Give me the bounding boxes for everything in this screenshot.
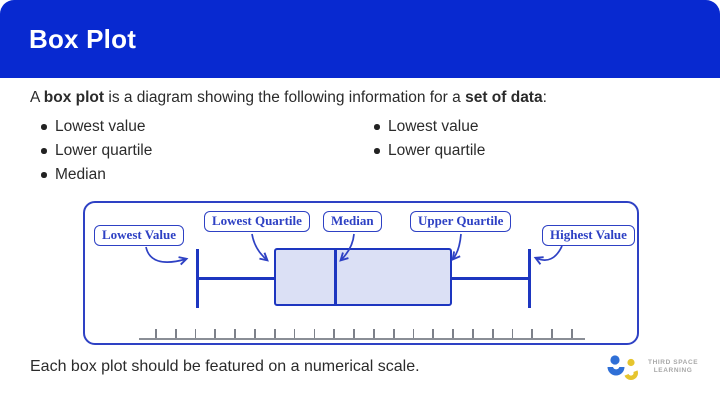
scale-tick [214,329,217,338]
header: Box Plot [0,0,720,78]
label-lowest-value: Lowest Value [94,225,185,246]
logo-line1: THIRD SPACE [648,359,699,366]
arrow-lowest-quartile [251,233,269,262]
intro-prefix: A [30,89,44,106]
scale-tick [273,329,276,338]
intro-text: A box plot is a diagram showing the foll… [30,87,700,108]
intro-suffix: : [542,89,547,106]
scale-tick [313,329,316,338]
third-space-learning-logo: THIRD SPACE LEARNING [606,354,698,382]
scale-tick [353,329,355,338]
arrow-highest-value [533,245,563,265]
scale-tick [194,329,197,338]
scale-tick [254,329,256,338]
bullet-item-lowest-value: Lowest value [38,115,152,139]
bullet-list-left: Lowest value Lower quartile Median [38,115,152,187]
scale-tick [472,329,474,338]
bullet-item-lowest-value-2: Lowest value [371,115,485,139]
logo-mark [607,355,638,380]
footer-note: Each box plot should be featured on a nu… [30,358,420,375]
intro-term-box-plot: box plot [43,89,105,106]
scale-tick [511,329,514,338]
scale-line [139,338,585,340]
scale-tick [432,329,435,338]
scale-tick [293,329,296,338]
bullet-list-right: Lowest value Lower quartile [371,115,485,163]
median-line [334,248,337,306]
scale-tick [333,329,336,338]
scale-tick [531,329,534,338]
label-upper-quartile: Upper Quartile [410,211,512,232]
label-highest-value: Highest Value [542,225,635,246]
iqr-box [274,248,452,306]
scale-tick [571,329,573,338]
page-title: Box Plot [29,23,137,54]
logo-line2: LEARNING [653,367,693,374]
logo-text: THIRD SPACE LEARNING [648,354,698,375]
scale-tick [174,329,177,338]
label-median: Median [323,211,382,232]
right-whisker-line [528,249,531,308]
scale-tick [155,329,157,338]
bullet-item-lower-quartile-2: Lower quartile [371,139,485,163]
scale-tick [234,329,237,338]
right-whisker-connector [450,277,530,280]
scale-tick [412,329,415,338]
scale-tick [551,329,554,338]
scale-tick [372,329,375,338]
intro-term-set-of-data: set of data [465,89,543,106]
arrow-upper-quartile [451,233,462,261]
arrow-lowest-value [145,246,189,266]
bullet-item-median: Median [38,163,152,187]
box-plot-diagram: Lowest Value Lowest Quartile Median Uppe… [83,201,639,345]
scale-tick [392,329,395,338]
scale-ticks [155,329,573,338]
label-lowest-quartile: Lowest Quartile [204,211,310,232]
scale-tick [491,329,494,338]
bullet-item-lower-quartile: Lower quartile [38,139,152,163]
scale-tick [452,329,454,338]
intro-middle: is a diagram showing the following infor… [104,89,466,106]
left-whisker-connector [196,277,276,280]
